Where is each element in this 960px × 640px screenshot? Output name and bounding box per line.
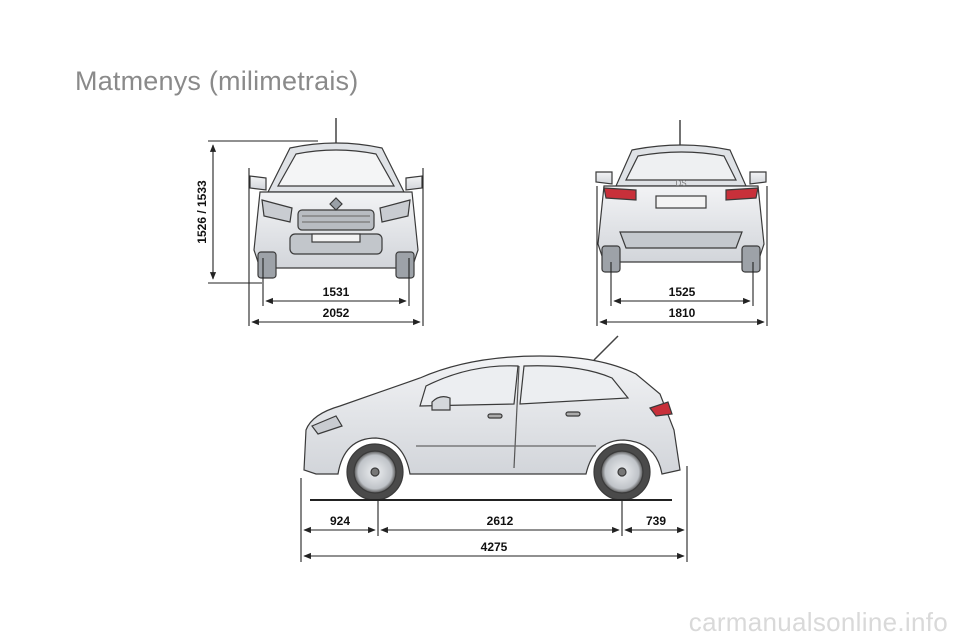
page-title: Matmenys (milimetrais) [75, 66, 359, 96]
rear-width-label: 1810 [669, 306, 696, 320]
front-height-label: 1526 / 1533 [195, 180, 209, 244]
front-car-illustration [249, 118, 423, 279]
front-overhang-label: 924 [330, 514, 350, 528]
front-track-label: 1531 [323, 285, 350, 299]
rear-view: DS 1525 1810 [595, 120, 768, 326]
rear-car-illustration: DS [595, 120, 767, 273]
rear-track-label: 1525 [669, 285, 696, 299]
front-width-label: 2052 [323, 306, 350, 320]
side-view: 924 2612 739 4275 [300, 335, 688, 562]
side-car-illustration [303, 335, 681, 501]
rear-dimension-lines [596, 186, 768, 326]
front-dimension-lines [208, 140, 424, 326]
side-dimension-lines [300, 466, 688, 562]
overall-length-label: 4275 [481, 540, 508, 554]
front-view: 1526 / 1533 1531 2052 [195, 118, 424, 326]
wheelbase-label: 2612 [487, 514, 514, 528]
svg-text:DS: DS [675, 179, 686, 188]
rear-overhang-label: 739 [646, 514, 666, 528]
watermark: carmanualsonline.info [688, 607, 948, 637]
